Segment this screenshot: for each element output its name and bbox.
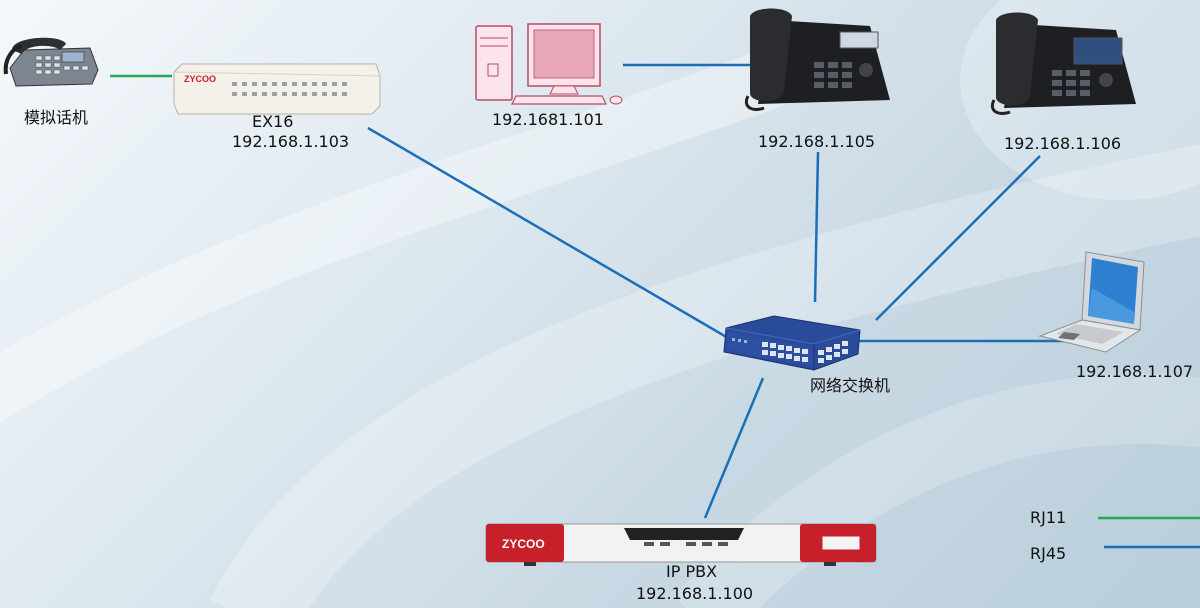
ip-phone-1-icon	[745, 8, 890, 111]
ip-pbx-icon: ZYCOO	[485, 523, 877, 566]
pbx-brand-logo: ZYCOO	[502, 537, 545, 551]
link-pbx-switch	[703, 377, 765, 519]
analog-phone-label: 模拟话机	[24, 108, 89, 127]
network-switch-icon	[723, 315, 861, 371]
pbx-name-label: IP PBX	[666, 562, 718, 581]
ex16-name-label: EX16	[252, 112, 294, 131]
link-phone1-switch	[813, 151, 820, 303]
legend-rj11-label: RJ11	[1030, 508, 1067, 527]
analog-phone-icon	[3, 37, 99, 87]
desktop-pc-icon	[475, 23, 623, 105]
pbx-ip-label: 192.168.1.100	[636, 584, 754, 603]
ex16-gateway-icon: ZYCOO	[173, 63, 381, 115]
phone2-ip-label: 192.168.1.106	[1004, 134, 1122, 153]
laptop-ip-label: 192.168.1.107	[1076, 362, 1194, 381]
pc-ip-label: 192.1681.101	[492, 110, 604, 129]
legend-rj45-label: RJ45	[1030, 544, 1067, 563]
phone1-ip-label: 192.168.1.105	[758, 132, 876, 151]
link-ex16-switch	[367, 126, 736, 344]
ex16-brand-logo: ZYCOO	[184, 74, 216, 84]
switch-label: 网络交换机	[810, 376, 891, 395]
ip-phone-2-icon	[991, 12, 1136, 115]
ex16-ip-label: 192.168.1.103	[232, 132, 350, 151]
link-phone2-switch	[875, 155, 1041, 321]
laptop-icon	[1038, 251, 1145, 353]
